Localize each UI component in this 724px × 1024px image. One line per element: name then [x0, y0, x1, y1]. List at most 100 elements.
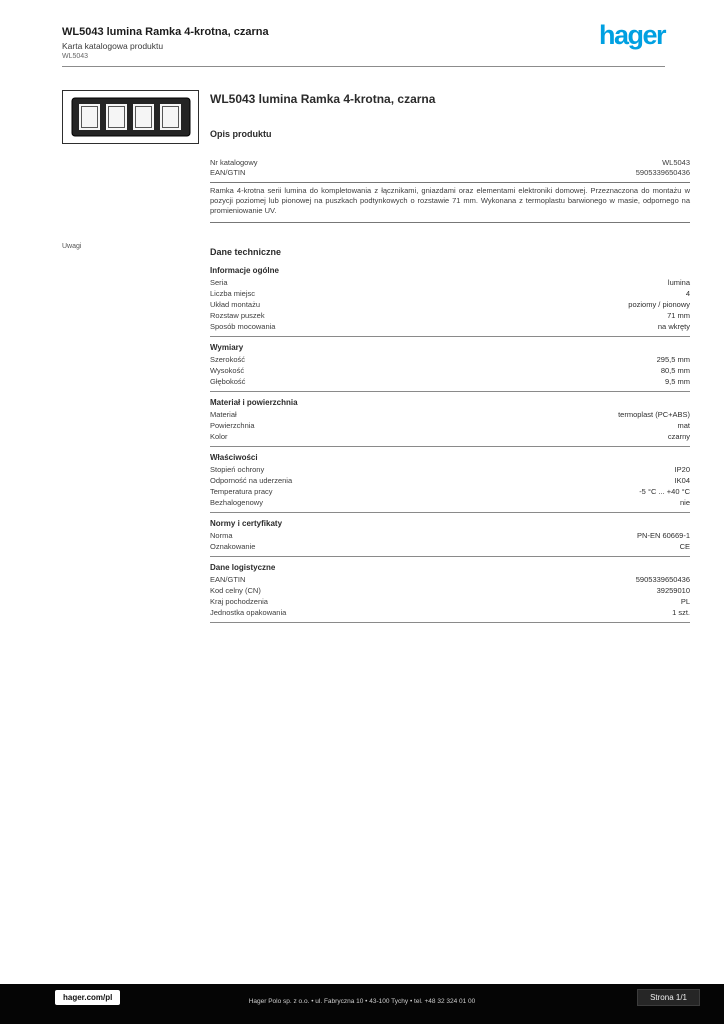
left-margin-note: Uwagi — [62, 243, 82, 250]
spec-label: Seria — [210, 278, 228, 287]
spec-row: Wysokość 80,5 mm — [210, 365, 690, 376]
spec-value: 39259010 — [656, 586, 690, 595]
spec-label: Powierzchnia — [210, 421, 255, 430]
spec-value: czarny — [667, 432, 690, 441]
spec-row: EAN/GTIN 5905339650436 — [210, 574, 690, 585]
header-reference: WL5043 — [62, 53, 89, 60]
header-product-name: WL5043 lumina Ramka 4-krotna, czarna — [62, 26, 269, 38]
spec-row: Głębokość 9,5 mm — [210, 376, 690, 387]
spec-label: Norma — [210, 531, 233, 540]
spec-section-heading: Materiał i powierzchnia — [210, 398, 298, 407]
page-title: WL5043 lumina Ramka 4-krotna, czarna — [210, 92, 436, 106]
spec-row: Bezhalogenowy nie — [210, 497, 690, 508]
spec-row: Kod celny (CN) 39259010 — [210, 585, 690, 596]
spec-label: Kolor — [210, 432, 228, 441]
meta-row: EAN/GTIN 5905339650436 — [210, 168, 690, 178]
spec-label: Jednostka opakowania — [210, 608, 287, 617]
meta-row: Nr katalogowy WL5043 — [210, 158, 690, 168]
spec-value: 4 — [685, 289, 690, 298]
spec-row: Liczba miejsc 4 — [210, 288, 690, 299]
spec-section-heading: Informacje ogólne — [210, 266, 279, 275]
spec-value: 5905339650436 — [635, 575, 690, 584]
spec-row: Jednostka opakowania 1 szt. — [210, 607, 690, 618]
meta-row-label: EAN/GTIN — [210, 168, 246, 177]
page-number-badge: Strona 1/1 — [637, 989, 700, 1006]
footer-company-line: Hager Polo sp. z o.o. • ul. Fabryczna 10… — [248, 998, 476, 1005]
spec-value: 295,5 mm — [656, 355, 690, 364]
meta-row-value: 5905339650436 — [635, 168, 690, 177]
spec-row: Odporność na uderzenia IK04 — [210, 475, 690, 486]
spec-value: poziomy / pionowy — [628, 300, 690, 309]
header-doc-type: Karta katalogowa produktu — [62, 41, 164, 51]
website-link[interactable]: hager.com/pl — [55, 990, 121, 1005]
spec-label: Odporność na uderzenia — [210, 476, 293, 485]
spec-value: lumina — [667, 278, 690, 287]
spec-label: Liczba miejsc — [210, 289, 256, 298]
spec-section-heading: Dane logistyczne — [210, 563, 276, 572]
spec-label: EAN/GTIN — [210, 575, 246, 584]
spec-label: Materiał — [210, 410, 237, 419]
spec-row: Materiał termoplast (PC+ABS) — [210, 409, 690, 420]
footer-bar: hager.com/pl Hager Polo sp. z o.o. • ul.… — [0, 984, 724, 1024]
meta-row-value: WL5043 — [662, 158, 690, 167]
frame-4gang-image — [71, 97, 190, 137]
spec-row: Kolor czarny — [210, 431, 690, 442]
spec-label: Temperatura pracy — [210, 487, 273, 496]
spec-label: Głębokość — [210, 377, 246, 386]
spec-value: 80,5 mm — [660, 366, 690, 375]
header-divider — [62, 66, 665, 67]
spec-row: Stopień ochrony IP20 — [210, 464, 690, 475]
spec-label: Sposób mocowania — [210, 322, 276, 331]
spec-value: mat — [677, 421, 690, 430]
spec-value: PN-EN 60669-1 — [637, 531, 690, 540]
spec-row: Norma PN-EN 60669-1 — [210, 530, 690, 541]
spec-value: IK04 — [674, 476, 690, 485]
spec-value: na wkręty — [657, 322, 690, 331]
product-image-box — [62, 90, 199, 144]
intro-heading: Opis produktu — [210, 129, 272, 139]
spec-row: Seria lumina — [210, 277, 690, 288]
spec-label: Wysokość — [210, 366, 245, 375]
spec-section-heading: Właściwości — [210, 453, 258, 462]
spec-label: Rozstaw puszek — [210, 311, 265, 320]
spec-value: -5 °C ... +40 °C — [639, 487, 690, 496]
spec-section-heading: Wymiary — [210, 343, 244, 352]
product-description: Ramka 4-krotna serii lumina do kompletow… — [210, 186, 690, 223]
spec-row: Szerokość 295,5 mm — [210, 354, 690, 365]
specs-heading: Dane techniczne — [210, 247, 282, 257]
spec-value: nie — [679, 498, 690, 507]
spec-row: Sposób mocowania na wkręty — [210, 321, 690, 332]
spec-value: 9,5 mm — [664, 377, 690, 386]
spec-value: 1 szt. — [672, 608, 690, 617]
spec-row: Układ montażu poziomy / pionowy — [210, 299, 690, 310]
meta-row-label: Nr katalogowy — [210, 158, 258, 167]
spec-section-heading: Normy i certyfikaty — [210, 519, 283, 528]
spec-value: IP20 — [674, 465, 690, 474]
header: WL5043 lumina Ramka 4-krotna, czarna Kar… — [62, 26, 269, 60]
spec-row: Rozstaw puszek 71 mm — [210, 310, 690, 321]
spec-label: Układ montażu — [210, 300, 261, 309]
spec-label: Kod celny (CN) — [210, 586, 261, 595]
spec-value: CE — [679, 542, 690, 551]
spec-value: termoplast (PC+ABS) — [618, 410, 690, 419]
hager-logo: hager — [598, 20, 667, 50]
spec-label: Bezhalogenowy — [210, 498, 263, 507]
spec-value: 71 mm — [667, 311, 690, 320]
spec-label: Kraj pochodzenia — [210, 597, 268, 606]
spec-label: Stopień ochrony — [210, 465, 265, 474]
spec-row: Powierzchnia mat — [210, 420, 690, 431]
spec-row: Temperatura pracy -5 °C ... +40 °C — [210, 486, 690, 497]
spec-value: PL — [680, 597, 690, 606]
spec-label: Szerokość — [210, 355, 246, 364]
spec-row: Kraj pochodzenia PL — [210, 596, 690, 607]
